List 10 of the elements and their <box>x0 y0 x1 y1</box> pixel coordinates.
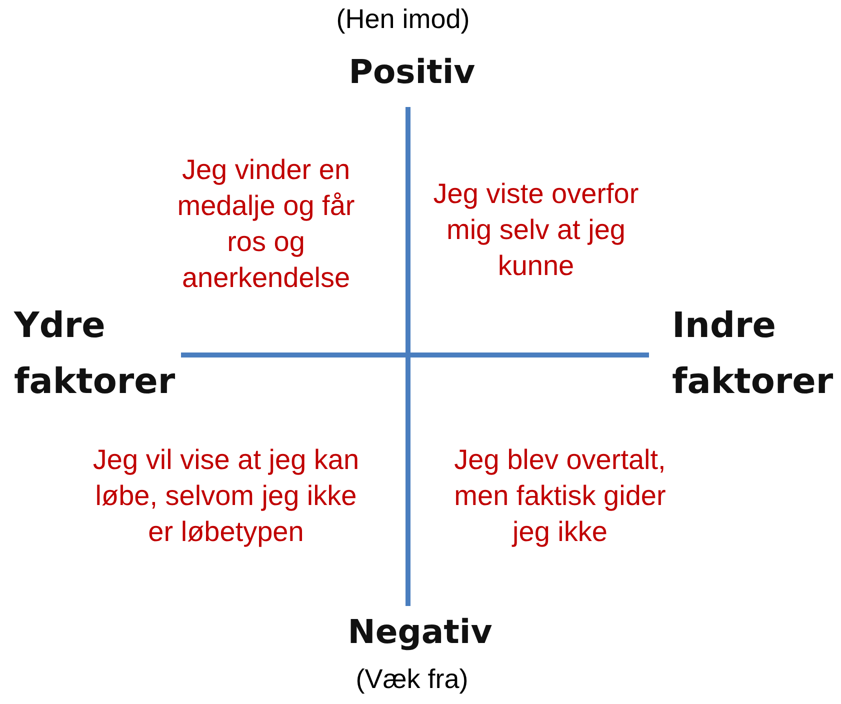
axis-label: Ydre faktorer <box>14 305 176 404</box>
quadrant-text: Jeg vinder en medalje og får ros og anerkendelse <box>176 153 356 295</box>
direction-note: (Hen imod) <box>336 4 470 35</box>
axis-label: Indre faktorer <box>672 305 834 404</box>
quadrant-text: Jeg blev overtalt, men faktisk gider jeg ikke <box>453 443 667 549</box>
quadrant-text: Jeg viste overfor mig selv at jeg kunne <box>432 177 640 283</box>
axis-label: Positiv <box>348 52 476 91</box>
quadrant-text: Jeg vil vise at jeg kan løbe, selvom jeg ikke er løbetypen <box>92 443 360 549</box>
axis-label: Negativ <box>348 612 492 651</box>
direction-note: (Væk fra) <box>356 664 468 695</box>
